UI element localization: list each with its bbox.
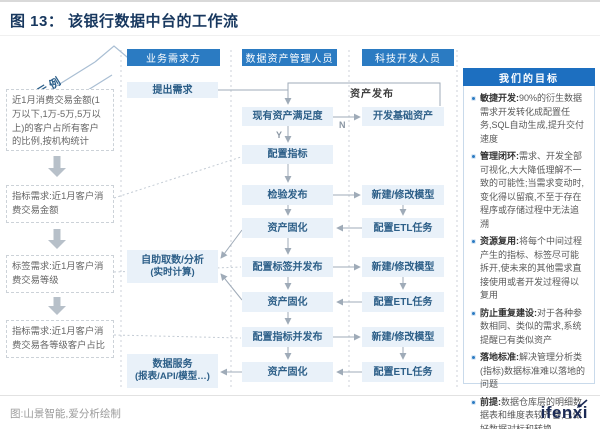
flow-box-configure-etl-2: 配置ETL任务 [362, 292, 444, 312]
goal-item-prerequisite: 前提:数据仓库层的明细数据表和维度表较齐备,已做好数据对标和转换 [471, 396, 587, 429]
bullet-icon [471, 154, 476, 159]
ifenxi-logo: ifenxi [540, 403, 588, 422]
figure-title: 图 13： 该银行数据中台的工作流 [10, 13, 239, 30]
goal-text: 将每个中间过程产生的指标、标签尽可能拆开,使未来的其他需求直接使用或者开发过程得… [480, 236, 583, 300]
flow-box-sublabel: (报表/API/模型…) [135, 371, 210, 383]
flow-box-label: 自助取数/分析 [141, 254, 204, 266]
decision-no-label: N [339, 120, 346, 130]
flow-box-data-service: 数据服务 (报表/API/模型…) [127, 354, 218, 388]
flow-box-label: 提出需求 [152, 84, 193, 96]
footer-divider [0, 395, 600, 396]
flow-box-sublabel: (实时计算) [150, 266, 195, 278]
goal-item-standards: 落地标准:解决管理分析类(指标)数据标准难以落地的问题 [471, 351, 587, 392]
flow-box-configure-indicator: 配置指标 [242, 145, 333, 164]
goal-text: 解决管理分析类(指标)数据标准难以落地的问题 [480, 352, 585, 389]
flow-box-asset-solidify-1: 资产固化 [242, 218, 333, 238]
logo-arrow-icon [577, 399, 588, 408]
flow-box-asset-solidify-3: 资产固化 [242, 362, 333, 382]
column-header-tech: 科技开发人员 [362, 49, 454, 66]
goal-text: 对于各种参数相同、类似的需求,系统提醒已有类似资产 [480, 307, 583, 345]
flow-box-new-modify-model-3: 新建/修改模型 [362, 327, 444, 347]
goals-panel-header: 我们的目标 [463, 68, 595, 86]
goal-text: 需求、开发全部可视化,大大降低理解不一致的可能性;当需求变动时,变化得以留痕,不… [480, 151, 585, 229]
bullet-icon [471, 355, 476, 360]
goal-label: 前提: [480, 396, 501, 407]
goal-item-avoid-duplication: 防止重复建设:对于各种参数相同、类似的需求,系统提醒已有类似资产 [471, 307, 587, 348]
flow-box-check-publish: 检验发布 [242, 185, 333, 205]
goal-text: 数据仓库层的明细数据表和维度表较齐备,已做好数据对标和转换 [480, 396, 583, 429]
goal-text: 90%的衍生数据需求开发转化成配置任务,SQL自动生成,提升交付速度 [480, 93, 585, 144]
goal-label: 防止重复建设: [480, 307, 537, 318]
goals-panel-body: 敏捷开发:90%的衍生数据需求开发转化成配置任务,SQL自动生成,提升交付速度 … [464, 86, 594, 429]
flow-box-configure-indicator-publish: 配置指标并发布 [242, 327, 333, 347]
flow-box-configure-tag-publish: 配置标签并发布 [242, 257, 333, 277]
bullet-icon [471, 399, 476, 405]
flow-box-asset-solidify-2: 资产固化 [242, 292, 333, 312]
goal-label: 敏捷开发: [480, 93, 519, 103]
goal-item-resource-reuse: 资源复用:将每个中间过程产生的指标、标签尽可能拆开,使未来的其他需求直接使用或者… [471, 235, 587, 303]
flow-box-self-service-analysis: 自助取数/分析 (实时计算) [127, 250, 218, 283]
asset-publish-label: 资产发布 [350, 89, 394, 100]
title-divider [0, 35, 600, 36]
example-box-indicator-demand-2: 指标需求:近1月客户消费交易各等级客户占比 [6, 320, 114, 358]
bullet-icon [471, 310, 476, 316]
goal-item-agile-dev: 敏捷开发:90%的衍生数据需求开发转化成配置任务,SQL自动生成,提升交付速度 [471, 92, 587, 146]
goal-label: 落地标准: [480, 352, 519, 362]
bullet-icon [471, 96, 476, 101]
column-header-data-asset: 数据资产管理人员 [242, 49, 337, 66]
goal-item-closed-loop: 管理闭环:需求、开发全部可视化,大大降低理解不一致的可能性;当需求变动时,变化得… [471, 150, 587, 231]
bullet-icon [471, 239, 476, 244]
flow-box-label: 数据服务 [152, 359, 193, 371]
goal-label: 资源复用: [480, 236, 519, 246]
example-box-tag-demand: 标签需求:近1月客户消费交易等级 [6, 255, 114, 293]
flow-box-propose-demand: 提出需求 [127, 82, 218, 98]
flow-box-configure-etl-3: 配置ETL任务 [362, 362, 444, 382]
flow-box-new-modify-model-1: 新建/修改模型 [362, 185, 444, 205]
decision-yes-label: Y [276, 130, 283, 140]
goals-panel: 我们的目标 敏捷开发:90%的衍生数据需求开发转化成配置任务,SQL自动生成,提… [463, 68, 595, 429]
flow-box-configure-etl-1: 配置ETL任务 [362, 218, 444, 238]
flow-box-develop-base-asset: 开发基础资产 [362, 107, 444, 126]
example-box-requirement: 近1月消费交易金额(1万以下,1万-5万,5万以上)的客户占所有客户的比例,按机… [6, 89, 114, 151]
column-header-business: 业务需求方 [127, 49, 220, 66]
source-caption: 图:山景智能,爱分析绘制 [10, 408, 121, 420]
example-box-indicator-demand: 指标需求:近1月客户消费交易金额 [6, 185, 114, 223]
flow-box-asset-satisfaction: 现有资产满足度 [242, 107, 333, 126]
goal-label: 管理闭环: [480, 151, 519, 161]
flow-box-new-modify-model-2: 新建/修改模型 [362, 257, 444, 277]
